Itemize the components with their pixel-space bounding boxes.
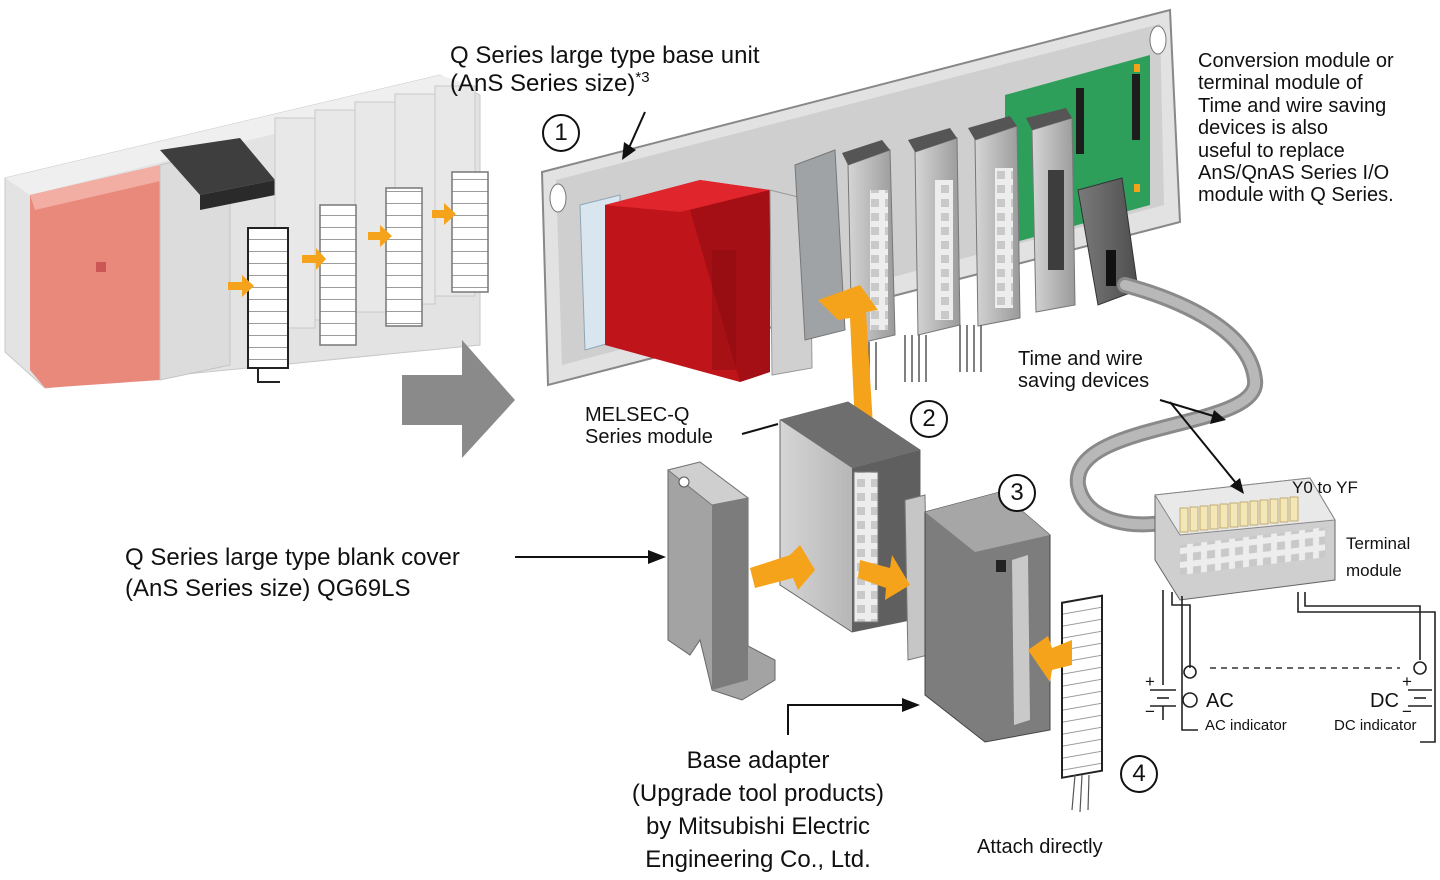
dc-indicator-label: DC indicator [1334,717,1417,734]
ac-indicator-label: AC indicator [1205,717,1287,734]
terminal-module-label: Terminal module [1346,534,1411,581]
conversion-note: Conversion module or terminal module of … [1198,50,1394,207]
dc-plus-sign: + [1402,672,1412,691]
base-unit-label: Q Series large type base unit (AnS Serie… [450,42,760,97]
time-wire-label: Time and wire saving devices [1018,348,1150,393]
marker-3: 3 [998,474,1036,512]
dc-label: DC [1370,690,1399,712]
y0-yf-label: Y0 to YF [1292,478,1358,497]
melsec-q-module [779,401,921,633]
replace-arrow [402,340,515,458]
old-cpu-black [160,138,275,195]
ac-plus-sign: + [1145,672,1155,691]
marker-4: 4 [1120,755,1158,793]
old-ans-system [4,74,489,389]
pointer-lines [515,111,1241,735]
old-power-module [30,165,160,388]
dc-minus-sign: − [1402,702,1412,721]
old-terminal-block [247,227,289,369]
blank-cover-label: Q Series large type blank cover (AnS Ser… [125,544,460,603]
attach-directly-label: Attach directly [977,836,1103,858]
wiring [1150,590,1436,743]
base-adapter [904,491,1051,743]
insert-arrow-up [818,285,890,448]
terminal-module [1154,477,1336,601]
marker-2: 2 [910,400,948,438]
melsec-label: MELSEC-Q Series module [585,404,713,449]
marker-1: 1 [542,114,580,152]
adapter-terminal-strip [1061,594,1103,779]
base-adapter-label: Base adapter (Upgrade tool products) by … [631,747,885,874]
insert-arrows [750,545,1072,682]
blank-cover [666,461,776,701]
installed-modules [579,108,1139,390]
ac-minus-sign: − [1145,702,1155,721]
ac-label: AC [1206,690,1234,712]
